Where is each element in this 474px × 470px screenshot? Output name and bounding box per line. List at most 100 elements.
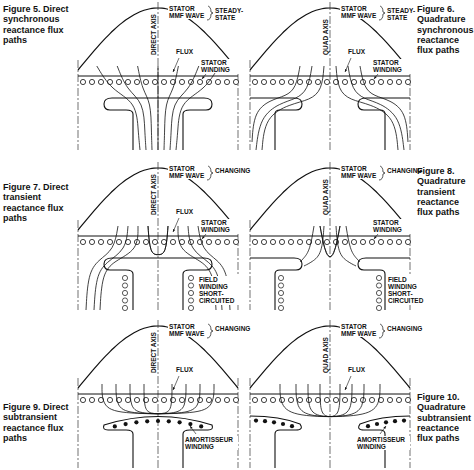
flux-line xyxy=(320,384,340,417)
field-coil xyxy=(188,290,193,295)
stator-conductor xyxy=(143,239,148,244)
flux-label: FLUX xyxy=(347,366,366,373)
leader-arrowhead xyxy=(374,76,377,79)
field-coil xyxy=(278,290,283,295)
stator-conductor xyxy=(89,397,94,402)
mmf-wave-label: STATOR MMF WAVE xyxy=(168,323,208,337)
leader-line xyxy=(173,58,179,72)
pitch-line xyxy=(78,378,79,468)
amortisseur-bar xyxy=(156,419,160,423)
leader-arrowhead xyxy=(202,76,205,79)
leader-line xyxy=(380,426,386,434)
stator-surface xyxy=(250,236,410,237)
stator-conductor xyxy=(288,79,293,84)
field-coil xyxy=(188,275,193,280)
stator-conductor xyxy=(297,79,302,84)
leader-line xyxy=(173,376,179,390)
flux-line xyxy=(94,226,128,310)
stator-conductor xyxy=(405,397,410,402)
stator-conductor xyxy=(297,397,302,402)
stator-conductor xyxy=(279,79,284,84)
rotor-pole xyxy=(250,258,302,310)
stator-conductor xyxy=(80,79,85,84)
amortisseur-label: AMORTISSEUR WINDING xyxy=(184,436,238,450)
stator-conductor xyxy=(351,397,356,402)
flux-line xyxy=(262,66,324,150)
stator-conductor xyxy=(179,397,184,402)
axis-label: DIRECT AXIS xyxy=(150,173,157,216)
stator-conductor xyxy=(261,397,266,402)
stator-conductor xyxy=(161,79,166,84)
stator-conductor xyxy=(369,79,374,84)
stator-conductor xyxy=(378,239,383,244)
figure-caption: Figure 9. Direct subtransient reactance … xyxy=(2,402,76,443)
stator-conductor xyxy=(342,397,347,402)
axis-label: QUAD AXIS xyxy=(322,336,329,374)
stator-conductor xyxy=(224,79,229,84)
flux-panel xyxy=(78,2,239,150)
stator-conductor xyxy=(288,397,293,402)
stator-conductor xyxy=(224,397,229,402)
stator-conductor xyxy=(387,397,392,402)
axis-label: QUAD AXIS xyxy=(322,18,329,56)
flux-line xyxy=(158,66,159,150)
state-label: CHANGING xyxy=(214,167,246,174)
stator-conductor xyxy=(288,239,293,244)
stator-conductor xyxy=(351,239,356,244)
field-coil xyxy=(122,298,127,303)
flux-panel xyxy=(250,2,411,150)
amortisseur-bar xyxy=(199,424,203,428)
axis-line xyxy=(158,2,159,150)
stator-conductor xyxy=(107,239,112,244)
flux-line xyxy=(102,384,214,414)
stator-conductor xyxy=(279,239,284,244)
stator-surface xyxy=(78,236,238,237)
flux-line xyxy=(336,66,398,150)
stator-conductor xyxy=(152,397,157,402)
pitch-line xyxy=(238,378,239,468)
stator-conductor xyxy=(270,397,275,402)
flux-line xyxy=(360,66,408,142)
field-coil xyxy=(122,283,127,288)
amortisseur-bar xyxy=(272,420,276,424)
flux-line xyxy=(296,384,364,417)
field-coil xyxy=(278,305,283,310)
flux-line xyxy=(116,384,200,414)
flux-line xyxy=(100,226,138,310)
stator-conductor xyxy=(252,79,257,84)
flux-line xyxy=(117,66,146,150)
stator-conductor xyxy=(125,397,130,402)
pitch-line xyxy=(410,378,411,468)
pitch-line xyxy=(250,220,251,310)
stator-conductor xyxy=(134,79,139,84)
stator-conductor xyxy=(116,79,121,84)
rotor-pole xyxy=(104,258,212,310)
flux-line xyxy=(86,226,118,310)
field-coil xyxy=(376,283,381,288)
flux-line xyxy=(130,384,186,414)
pitch-line xyxy=(250,60,251,150)
field-coil xyxy=(278,298,283,303)
figure-caption: Figure 10. Quadrature subtransient react… xyxy=(416,392,474,444)
flux-panel xyxy=(78,320,239,468)
amortisseur-bar xyxy=(178,420,182,424)
stator-conductor xyxy=(215,79,220,84)
stator-conductor xyxy=(324,397,329,402)
flux-line xyxy=(97,66,140,150)
figure-caption: Figure 8. Quadrature transient reactance… xyxy=(416,166,474,218)
flux-line xyxy=(138,66,152,150)
stator-conductor xyxy=(396,397,401,402)
axis-label: DIRECT AXIS xyxy=(150,13,157,56)
stator-conductor xyxy=(161,239,166,244)
mmf-wave-label: STATOR MMF WAVE xyxy=(340,5,380,19)
field-coil xyxy=(188,283,193,288)
state-label: CHANGING xyxy=(386,167,418,174)
field-coil xyxy=(188,305,193,310)
stator-surface xyxy=(250,76,410,77)
amortisseur-bar xyxy=(188,422,192,426)
field-coil xyxy=(278,283,283,288)
state-label: STEADY-STATE xyxy=(214,7,246,21)
amortisseur-bar xyxy=(167,419,171,423)
leader-arrowhead xyxy=(173,229,175,232)
